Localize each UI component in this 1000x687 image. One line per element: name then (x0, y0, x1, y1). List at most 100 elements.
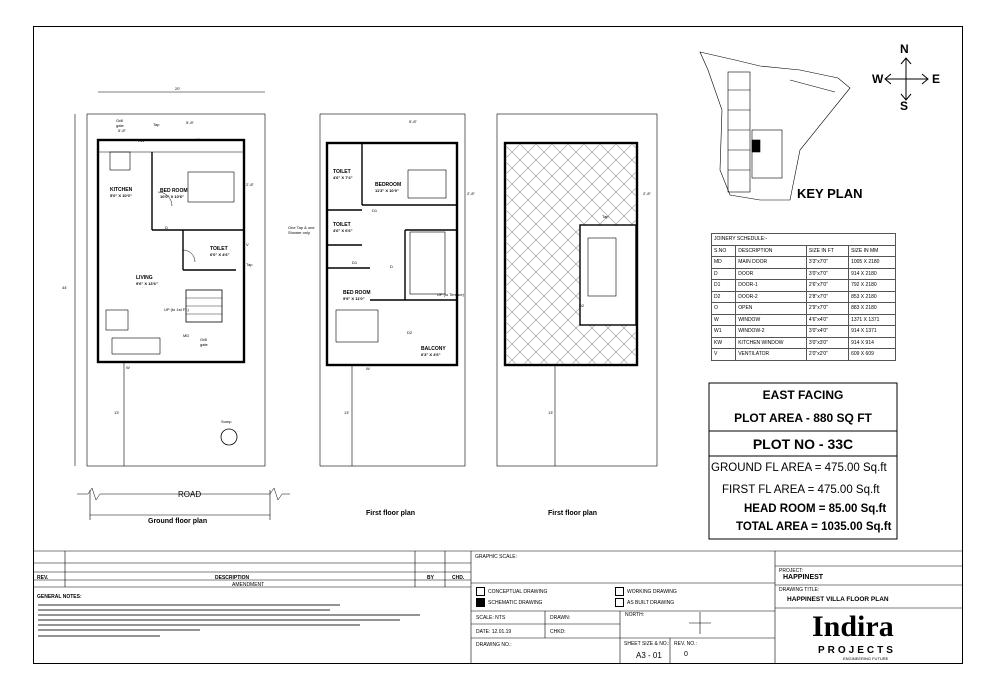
cell: 914 X 1371 (848, 325, 896, 338)
joinery-header: SIZE IN MM (848, 244, 896, 257)
main-door-label: MD (183, 333, 190, 338)
cell: 3'0"x7'0" (805, 267, 850, 280)
cell: 853 X 2180 (848, 290, 896, 303)
head-room-area: HEAD ROOM = 85.00 Sq.ft (744, 503, 887, 515)
drawn-field: DRAWN: (550, 615, 571, 621)
cell: 914 X 914 (848, 336, 896, 349)
conceptual-drawing: CONCEPTUAL DRAWING (476, 587, 547, 596)
first-setback: 13' (344, 410, 350, 415)
depth-dimension: 44' (62, 285, 68, 290)
cell: 2'9"x7'0" (805, 302, 850, 315)
grill-gate-bottom: Grill gate (200, 337, 208, 347)
description-header: DESCRIPTION (215, 575, 250, 581)
terrace-d2: D2 (579, 303, 585, 308)
width-dimension: 20' (175, 86, 181, 91)
as-built-drawing: AS BUILT DRAWING (615, 598, 674, 607)
road-label: ROAD (178, 490, 202, 499)
cell: W1 (710, 325, 737, 338)
one-tap-note: One Tap & one Shower only (288, 225, 315, 235)
terrace-setback: 13' (548, 410, 554, 415)
checkbox-icon (476, 587, 485, 596)
door-label: D (165, 225, 168, 230)
checkbox-icon (615, 587, 624, 596)
ff-d2: D2 (407, 330, 413, 335)
terrace-dim: 2'-8" (643, 191, 651, 196)
chkd-field: CHKD: (550, 629, 566, 635)
ground-floor-plan (74, 91, 290, 520)
joinery-title: JOINERY SCHEDULE:- (711, 233, 896, 246)
cell: 914 X 2180 (848, 267, 896, 280)
checkbox-checked-icon (476, 598, 485, 607)
scale-field: SCALE: NTS (476, 615, 506, 621)
plot-no: PLOT NO - 33C (752, 436, 854, 452)
compass-w: W (872, 72, 884, 86)
cell: O (710, 302, 737, 315)
cell: 1005 X 2180 (848, 256, 896, 269)
cell: 2'6"x7'0" (805, 279, 850, 292)
cell: 2'8"x7'0" (805, 290, 850, 303)
project-label: PROJECT: (779, 568, 804, 574)
ff-d1-a: D1 (372, 208, 378, 213)
ventilator-label: V (246, 242, 249, 247)
cell: 2'0"x2'0" (805, 348, 850, 361)
tap2-label: Tap (246, 262, 253, 267)
general-notes: GENERAL NOTES: (37, 594, 82, 600)
ground-setback: 13' (114, 410, 120, 415)
tap-label: Tap (153, 122, 160, 127)
schematic-label: SCHEMATIC DRAWING (488, 599, 543, 606)
rev-header: REV. (37, 575, 49, 581)
north-label: NORTH: (625, 612, 645, 618)
schematic-drawing: SCHEMATIC DRAWING (476, 598, 542, 607)
cell: MAIN DOOR (735, 256, 807, 269)
up-stair-label: UP (to 1st FL) (164, 307, 189, 312)
working-label: WORKING DRAWING (627, 588, 677, 595)
cell: OPEN (735, 302, 807, 315)
ff-dim-2: 2'-8" (467, 191, 475, 196)
working-drawing: WORKING DRAWING (615, 587, 677, 596)
ff-dim-1: 5'-8" (409, 119, 417, 124)
indira-logo: Indira (812, 610, 894, 643)
east-facing: EAST FACING (762, 388, 844, 402)
cell: KW (710, 336, 737, 349)
cell: WINDOW-2 (735, 325, 807, 338)
cell: 1371 X 1371 (848, 313, 896, 326)
cell: W (710, 313, 737, 326)
drawing-title: HAPPINEST VILLA FLOOR PLAN (787, 596, 889, 603)
sheet-value: A3 - 01 (636, 651, 662, 660)
joinery-schedule: JOINERY SCHEDULE:- S.NO DESCRIPTION SIZE… (710, 233, 896, 361)
first-floor-plan (319, 113, 466, 467)
compass-rose (884, 57, 929, 101)
title-block-lines (33, 550, 963, 664)
by-header: BY (427, 575, 434, 581)
key-plan-map (699, 51, 851, 201)
compass-e: E (932, 72, 941, 86)
ground-dim-3: 2'-8" (246, 182, 254, 187)
cell: WINDOW (735, 313, 807, 326)
terrace-caption: First floor plan (548, 510, 597, 517)
window-top-label: W (196, 137, 200, 142)
grill-gate-top: Grill gate (116, 118, 124, 128)
cell: VENTILATOR (735, 348, 807, 361)
cell: D2 (710, 290, 737, 303)
joinery-header: DESCRIPTION (735, 244, 807, 257)
compass-n: N (900, 42, 909, 56)
cell: DOOR-2 (735, 290, 807, 303)
kw-label: KW (138, 138, 145, 143)
rev-no-value: 0 (684, 651, 688, 658)
ff-window-label: W (366, 366, 370, 371)
